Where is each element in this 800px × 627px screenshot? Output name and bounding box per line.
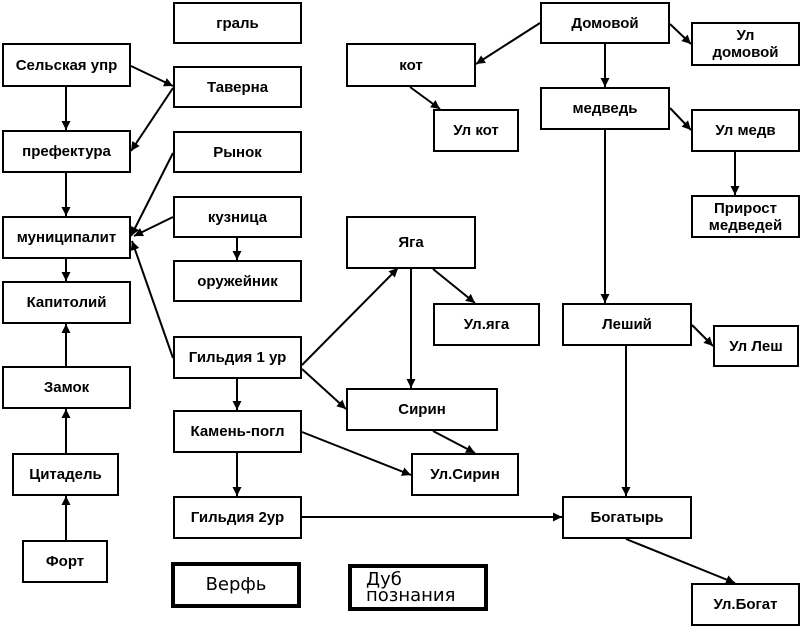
node-medved[interactable]: медведь (540, 87, 670, 130)
node-ul-medv[interactable]: Ул медв (691, 109, 800, 152)
node-label: кузница (207, 208, 268, 226)
edge-kot-to-ul_kot (409, 86, 441, 110)
node-label: Таверна (206, 78, 269, 96)
node-rynok[interactable]: Рынок (173, 131, 302, 173)
node-ul-yaga[interactable]: Ул.яга (433, 303, 540, 346)
node-label: граль (216, 14, 259, 32)
node-municipalit[interactable]: муниципалит (2, 216, 131, 259)
node-gildia-1[interactable]: Гильдия 1 ур (173, 336, 302, 379)
node-ul-domovoy[interactable]: Ул домовой (691, 22, 800, 66)
node-taverna[interactable]: Таверна (173, 66, 302, 108)
node-selskaya-upr[interactable]: Сельская упр (2, 43, 131, 87)
node-label: Гильдия 1 ур (188, 349, 287, 366)
node-label: Сельская упр (15, 56, 118, 74)
node-label: Ул.яга (463, 316, 510, 333)
node-yaga[interactable]: Яга (346, 216, 476, 269)
node-zamok[interactable]: Замок (2, 366, 131, 409)
node-label: Форт (45, 553, 85, 570)
node-kamen-pogl[interactable]: Камень-погл (173, 410, 302, 453)
node-label: Богатырь (590, 509, 664, 526)
node-oruzheynik[interactable]: оружейник (173, 260, 302, 302)
node-kuznica[interactable]: кузница (173, 196, 302, 238)
edge-taverna-to-prefektura (130, 87, 174, 152)
node-kapitoliy[interactable]: Капитолий (2, 281, 131, 324)
node-label: муниципалит (16, 229, 117, 246)
node-prefektura[interactable]: префектура (2, 130, 131, 173)
node-label: оружейник (197, 272, 278, 290)
node-label: Ул.Богат (713, 596, 778, 613)
node-verf[interactable]: Верфь (171, 562, 301, 608)
edge-selskaya-to-taverna (130, 65, 174, 87)
node-prirost-medvedey[interactable]: Прирост медведей (691, 195, 800, 238)
node-fort[interactable]: Форт (22, 540, 108, 583)
edge-yaga-to-ul_yaga (432, 268, 476, 304)
node-label: Камень-погл (190, 423, 285, 440)
edge-sirin-to-ul_sirin (432, 430, 476, 454)
edge-domovoy-to-ul_domovoy (669, 23, 692, 45)
node-label: Ул.Сирин (430, 466, 500, 483)
node-label: Ул кот (453, 122, 499, 139)
edge-medved-to-ul_medv (669, 107, 692, 131)
node-label: Капитолий (26, 294, 107, 311)
edge-domovoy-to-kot (475, 22, 541, 65)
node-kot[interactable]: кот (346, 43, 476, 87)
node-label: префектура (22, 143, 111, 160)
node-label: медведь (572, 100, 638, 117)
edge-gildia1-to-municipalit (130, 240, 174, 359)
node-label: Яга (398, 234, 424, 251)
node-bogatyr[interactable]: Богатырь (562, 496, 692, 539)
edge-bogatyr-to-ul_bogat (625, 538, 736, 584)
node-label: Ул Леш (729, 337, 783, 355)
node-label: Замок (43, 379, 90, 396)
edge-gildia1-to-yaga (301, 267, 399, 366)
node-label: Цитадель (29, 466, 102, 483)
node-label: Верфь (205, 574, 267, 595)
node-label: кот (399, 56, 423, 74)
node-ul-lesh[interactable]: Ул Леш (713, 325, 799, 367)
node-ul-bogat[interactable]: Ул.Богат (691, 583, 800, 626)
node-label: Гильдия 2ур (190, 509, 285, 526)
node-ul-kot[interactable]: Ул кот (433, 109, 519, 152)
node-citadel[interactable]: Цитадель (12, 453, 119, 496)
node-label: Ул домовой (712, 27, 779, 61)
edge-kuznica-to-municipalit (133, 216, 174, 237)
node-label: Сирин (398, 401, 446, 418)
edge-gildia1-to-sirin (301, 368, 347, 410)
node-ul-sirin[interactable]: Ул.Сирин (411, 453, 519, 496)
node-label: Домовой (571, 14, 639, 32)
node-label: Ул медв (715, 122, 776, 139)
edge-kamen-to-ul_sirin (301, 431, 412, 476)
edge-leshiy-to-ul_lesh (691, 324, 714, 347)
node-label: Леший (602, 316, 652, 333)
edge-rynok-to-municipalit (130, 152, 174, 237)
node-domovoy[interactable]: Домовой (540, 2, 670, 44)
node-gildia-2[interactable]: Гильдия 2ур (173, 496, 302, 539)
node-sirin[interactable]: Сирин (346, 388, 498, 431)
node-gral[interactable]: граль (173, 2, 302, 44)
node-dub-poznaniya[interactable]: Дуб познания (348, 564, 488, 611)
node-label: Прирост медведей (708, 199, 783, 234)
node-label: Дуб познания (366, 568, 456, 606)
node-leshiy[interactable]: Леший (562, 303, 692, 346)
node-label: Рынок (213, 143, 262, 161)
